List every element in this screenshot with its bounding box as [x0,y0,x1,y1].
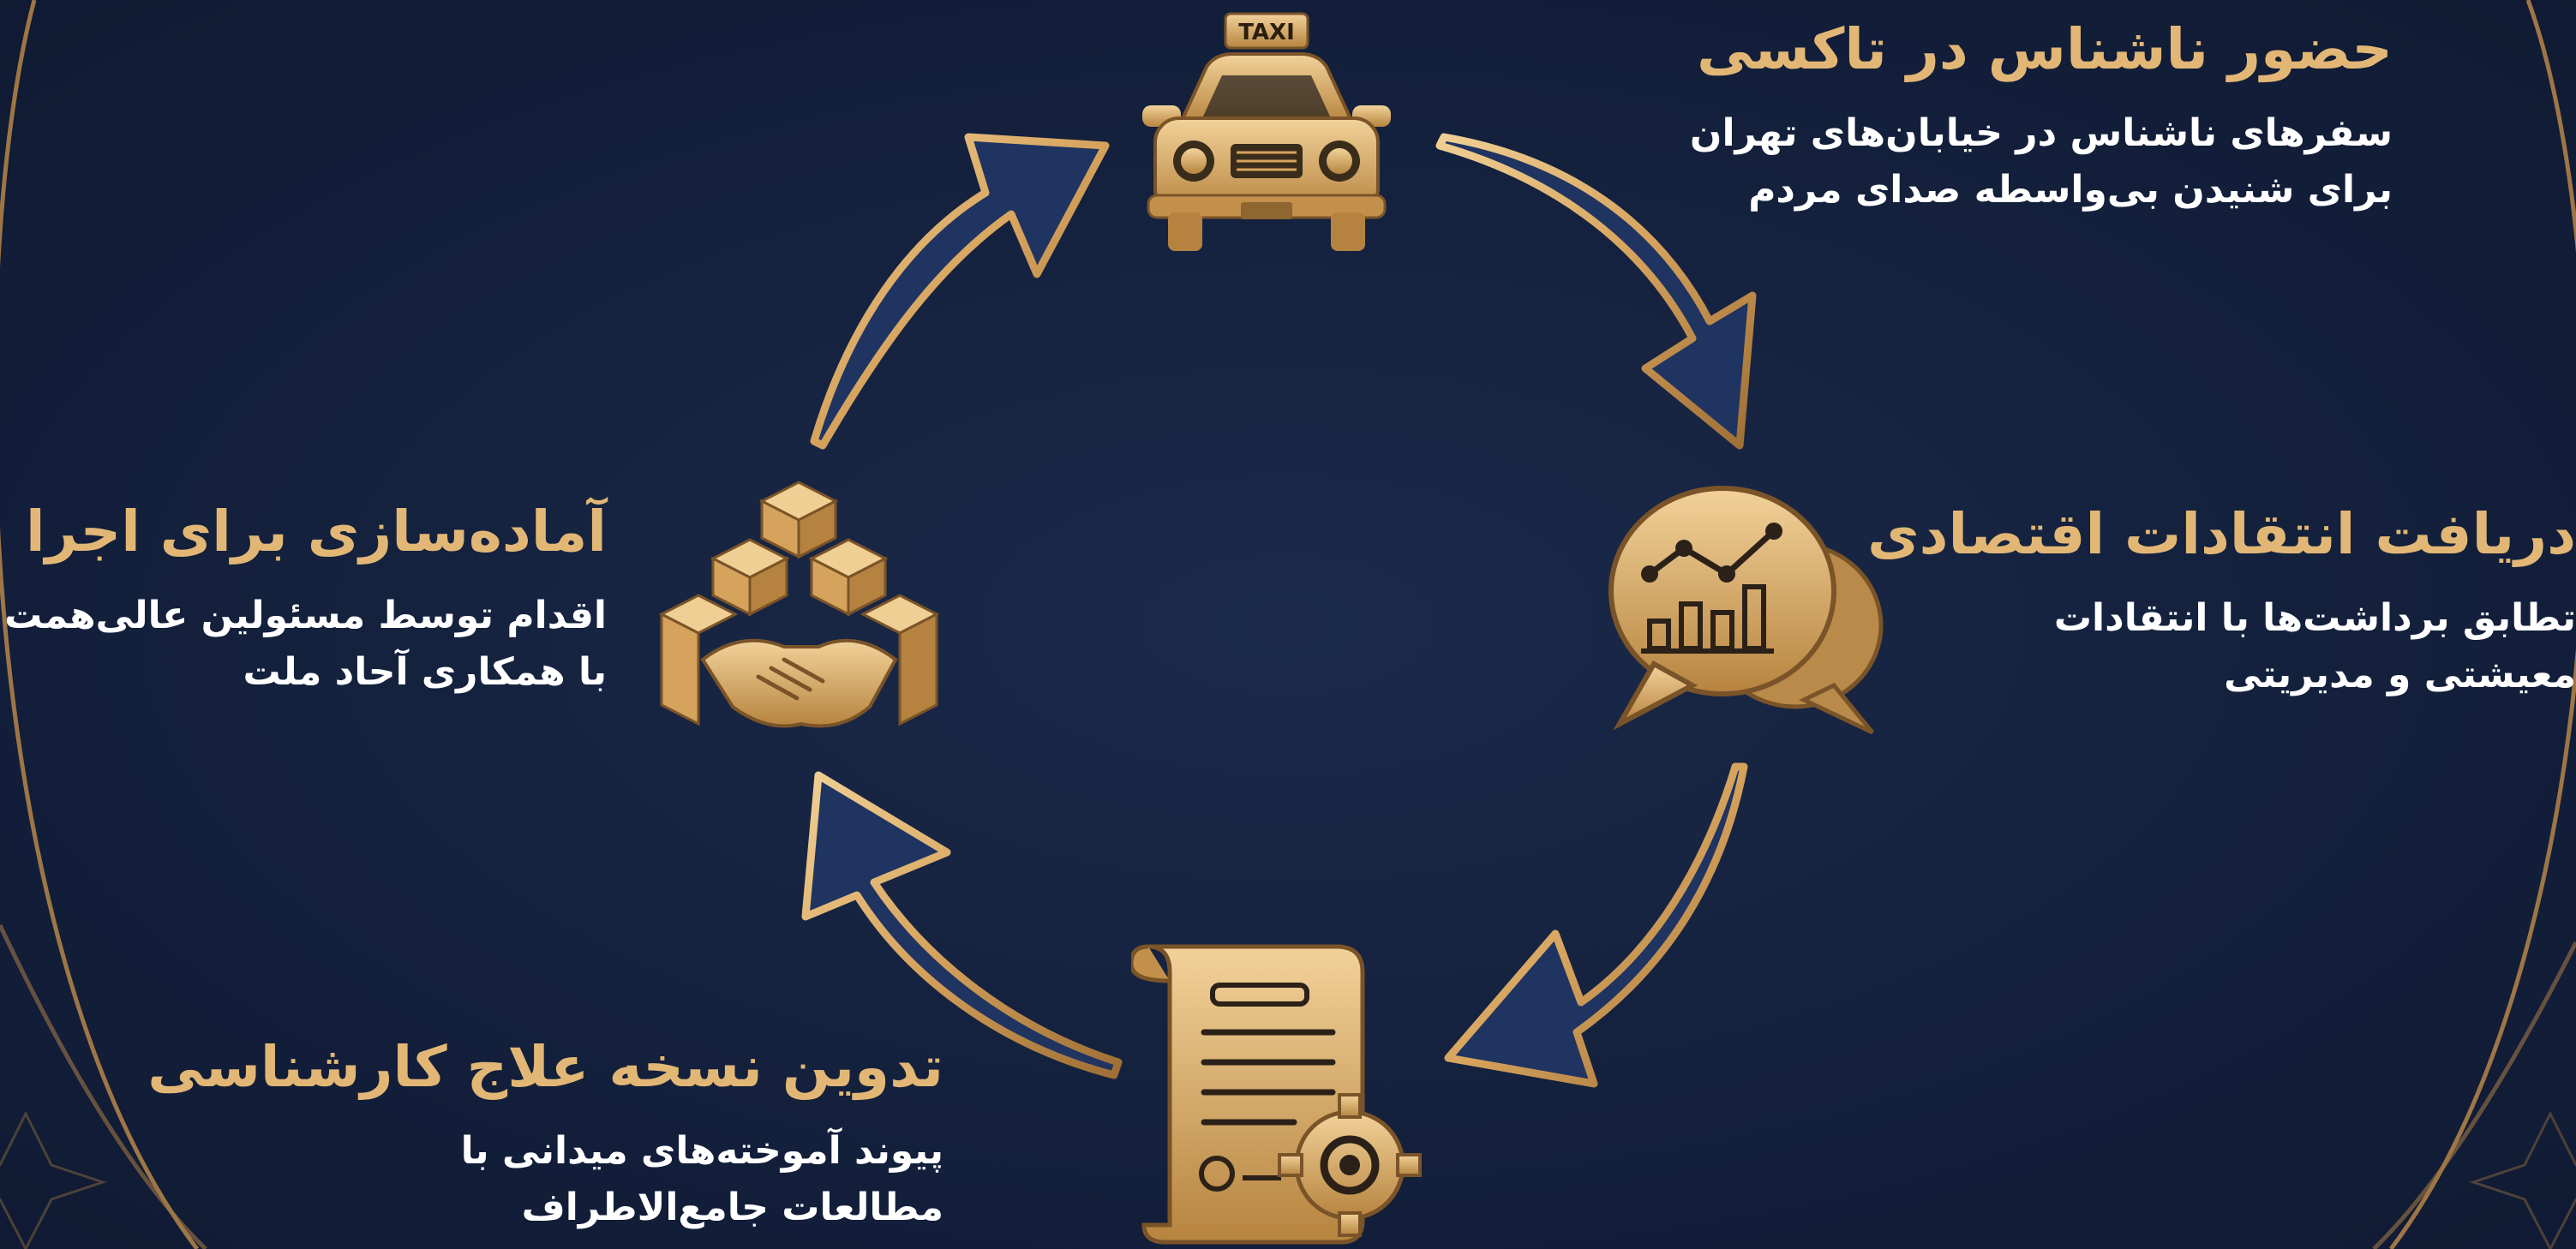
step-description-line: مطالعات جامع‌الاطراف [521,1185,944,1229]
arrow-econ-to-recipe [1444,762,1748,1088]
arrow-prep-to-taxi [810,133,1110,450]
handshake-boxes-icon [656,475,943,750]
step-taxi: حضور ناشناس در تاکسی سفرهای ناشناس در خی… [1689,16,2393,218]
step-description-line: با همکاری آحاد ملت [243,649,607,694]
taxi-sign-label: TAXI [1238,20,1295,45]
step-econ: دریافت انتقادات اقتصادی تطابق برداشت‌ها … [1867,501,2576,703]
step-description-line: اقدام توسط مسئولین عالی‌همت [4,593,607,637]
step-description-line: برای شنیدن بی‌واسطه صدای مردم [1748,167,2393,212]
arrow-recipe-to-prep [801,771,1123,1079]
chat-chart-icon [1603,475,1894,741]
corner-ornaments [0,1110,2576,1249]
scroll-gear-icon [1129,938,1431,1249]
step-title: دریافت انتقادات اقتصادی [1867,501,2576,567]
taxi-icon: TAXI [1129,7,1404,255]
step-description-line: پیوند آموخته‌های میدانی با [460,1128,944,1173]
step-prep: آماده‌سازی برای اجرا اقدام توسط مسئولین … [4,499,607,701]
step-title: آماده‌سازی برای اجرا [25,499,607,565]
step-description-line: معیشتی و مدیریتی [2224,652,2576,696]
arrow-taxi-to-econ [1435,133,1757,450]
step-description-line: تطابق برداشت‌ها با انتقادات [2053,595,2576,640]
step-recipe: تدوین نسخه علاج کارشناسی پیوند آموخته‌ها… [147,1034,944,1236]
step-title: تدوین نسخه علاج کارشناسی [147,1034,944,1100]
step-description-line: سفرهای ناشناس در خیابان‌های تهران [1689,111,2393,155]
step-title: حضور ناشناس در تاکسی [1697,16,2393,82]
